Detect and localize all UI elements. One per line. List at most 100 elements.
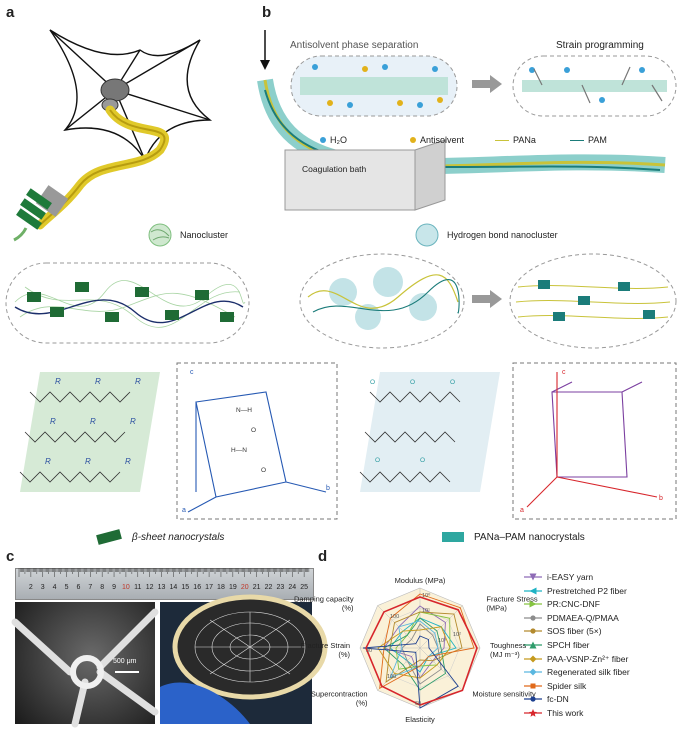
- ruler-number: 4: [53, 584, 57, 591]
- legend-item: SOS fiber (5×): [524, 626, 602, 636]
- radar-series-polygon: [362, 635, 459, 709]
- triangle-marker-icon: [524, 641, 542, 649]
- radar-axis-label: Elasticity: [405, 715, 435, 724]
- ruler-number: 7: [88, 584, 92, 591]
- square-marker-icon: [524, 683, 542, 689]
- legend-h2o-label: H₂O: [330, 135, 347, 145]
- ruler-number: 21: [253, 584, 261, 591]
- ruler-number: 8: [100, 584, 104, 591]
- svg-text:O: O: [251, 427, 256, 434]
- ruler-number: 25: [300, 584, 308, 591]
- pam-line-icon: [570, 139, 584, 141]
- ruler-number: 13: [158, 584, 166, 591]
- radar-series: [362, 593, 478, 709]
- ruler-number: 11: [134, 584, 141, 591]
- beta-sheet-unit-cell: cab N—HOH—NO: [176, 362, 338, 520]
- antisolvent-dot-icon: [410, 137, 416, 143]
- legend-antisolvent-label: Antisolvent: [420, 135, 465, 145]
- ruler-number: 20: [241, 584, 249, 591]
- svg-text:H—N: H—N: [231, 447, 247, 454]
- diamond-marker-icon: [524, 668, 542, 676]
- triangle-right-marker-icon: [524, 600, 542, 608]
- svg-text:R: R: [90, 417, 96, 426]
- beta-sheet-network: [5, 262, 250, 344]
- coagulation-bath-label: Coagulation bath: [302, 164, 367, 174]
- pana-pam-label: PANa–PAM nanocrystals: [474, 532, 585, 543]
- legend-pam-label: PAM: [588, 135, 607, 145]
- ruler-number: 19: [229, 584, 237, 591]
- radar-series-polygon: [365, 596, 478, 706]
- legend-item: i-EASY yarn: [524, 572, 593, 582]
- ruler-number: 22: [265, 584, 273, 591]
- legend-item-label: Spider silk: [547, 680, 587, 691]
- svg-text:R: R: [130, 417, 136, 426]
- ruler-number: 10: [122, 584, 130, 591]
- radar-axis-label: Damping capacity(%): [294, 595, 354, 613]
- scale-bar-label: 500 μm: [113, 658, 137, 665]
- fiber-spinning-illustration: [257, 30, 666, 211]
- circle-marker-icon: [524, 696, 542, 702]
- svg-text:b: b: [326, 485, 330, 492]
- legend-item-label: Prestretched P2 fiber: [547, 585, 627, 596]
- ruler-number: 3: [41, 584, 45, 591]
- svg-text:R: R: [95, 377, 101, 386]
- radar-series-polygon: [377, 626, 451, 679]
- spider-web-photo: [160, 594, 328, 724]
- svg-text:O: O: [450, 379, 455, 386]
- legend-antisolvent: Antisolvent: [410, 135, 464, 145]
- legend-item: Prestretched P2 fiber: [524, 586, 627, 596]
- svg-text:R: R: [50, 417, 56, 426]
- radar-series-polygon: [383, 617, 446, 691]
- aligned-network: [509, 253, 677, 349]
- radar-axis-labels: Modulus (MPa)Fracture Stress(MPa)Toughne…: [294, 576, 538, 724]
- arrow-right-icon: [472, 75, 502, 93]
- spider-web-illustration: [13, 29, 213, 242]
- radar-series-polygon: [385, 611, 463, 683]
- arrow-right-icon-2: [472, 290, 502, 308]
- svg-text:N—H: N—H: [236, 407, 252, 414]
- legend-item: PDMAEA-Q/PMAA: [524, 613, 619, 623]
- h2o-dot-icon: [320, 137, 326, 143]
- legend-item-label: PR:CNC-DNF: [547, 599, 600, 610]
- legend-pana-label: PANa: [513, 135, 536, 145]
- panel-label-d: d: [318, 548, 328, 565]
- radar-tick-label: 10¹: [422, 608, 430, 614]
- hydrogen-bond-nanocluster-label: Hydrogen bond nanocluster: [447, 230, 558, 240]
- nanocluster-label: Nanocluster: [180, 230, 229, 240]
- radar-chart: Modulus (MPa)Fracture Stress(MPa)Toughne…: [294, 576, 538, 724]
- legend-item-label: SPCH fiber: [547, 640, 590, 650]
- radar-tick-label: 10³: [438, 638, 446, 644]
- radar-tick-label: 100: [390, 614, 399, 620]
- circle-marker-icon: [524, 615, 542, 621]
- panel-label-b: b: [262, 4, 272, 21]
- radar-tick-label: 10²: [453, 632, 461, 638]
- sem-knot-image: 500 μm: [11, 602, 159, 728]
- svg-text:O: O: [375, 457, 380, 464]
- ruler: [15, 568, 314, 600]
- radar-axis-label: Supercontraction(%): [311, 689, 368, 707]
- strain-programming-diagram: [512, 55, 677, 117]
- legend-item: fc-DN: [524, 694, 569, 704]
- svg-text:R: R: [55, 377, 61, 386]
- ruler-number: 5: [65, 584, 69, 591]
- legend-item: Spider silk: [524, 681, 586, 691]
- legend-item-label: SOS fiber (5×): [547, 626, 602, 637]
- strain-programming-title: Strain programming: [556, 40, 644, 51]
- legend-item-label: PAA-VSNP-Zn²⁺ fiber: [547, 653, 629, 664]
- radar-series-polygon: [401, 623, 442, 685]
- legend-pana: PANa: [495, 135, 536, 145]
- beta-sheet-label: β-sheet nanocrystals: [132, 532, 225, 543]
- pana-pam-network: [299, 253, 465, 349]
- svg-text:a: a: [182, 507, 186, 514]
- legend-pam: PAM: [570, 135, 607, 145]
- antisolvent-diagram: [290, 55, 458, 117]
- ruler-number: 14: [170, 584, 178, 591]
- panel-label-c: c: [6, 548, 15, 565]
- svg-text:O: O: [370, 379, 375, 386]
- radar-tick-label: 60: [415, 701, 421, 707]
- svg-text:c: c: [562, 369, 566, 376]
